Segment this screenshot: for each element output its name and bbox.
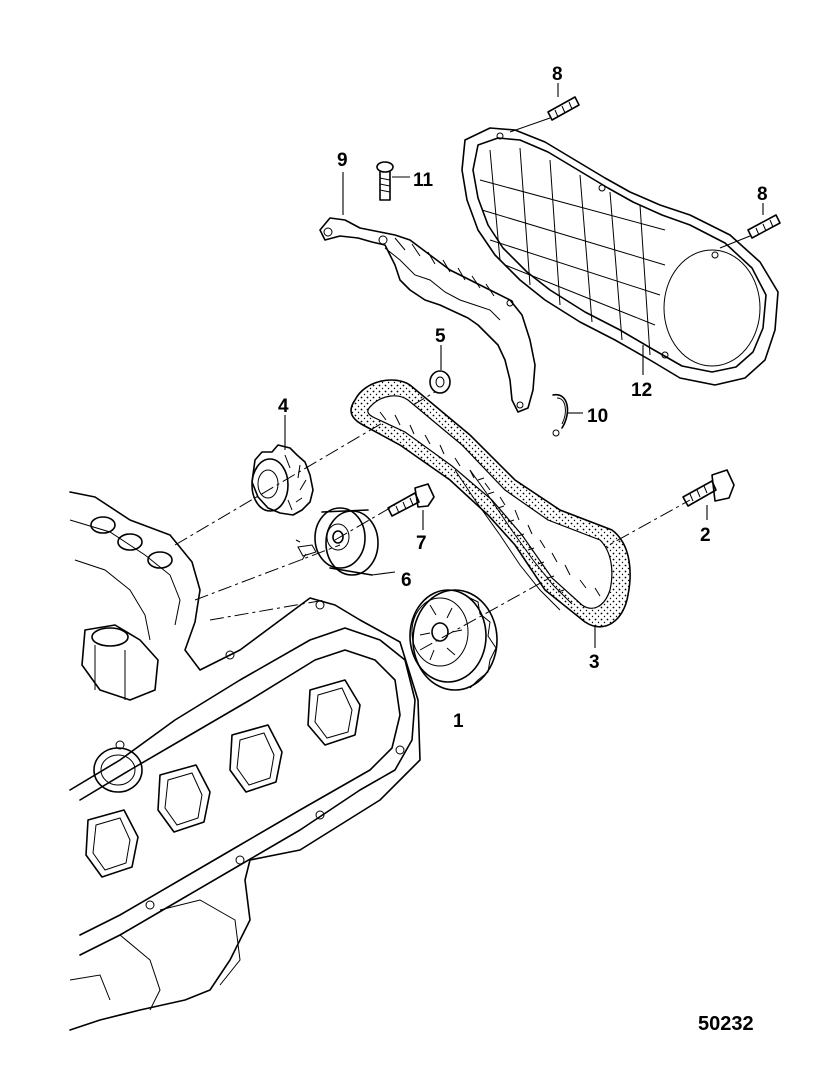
callout-9: 9 (337, 150, 348, 171)
part-8-stud-upper (509, 83, 580, 133)
callout-1: 1 (453, 711, 464, 732)
part-3-timing-belt (350, 379, 631, 648)
part-12-front-cover (461, 127, 779, 386)
callout-5: 5 (435, 326, 446, 347)
part-6-tensioner-pulley (295, 507, 396, 576)
part-10-clip (552, 394, 583, 437)
part-8-stud-right (719, 203, 781, 249)
callout-3: 3 (589, 652, 600, 673)
callout-8-right: 8 (757, 184, 768, 205)
part-1-camshaft-sprocket (409, 589, 498, 691)
callout-10: 10 (587, 406, 608, 427)
part-11-screw (376, 161, 410, 201)
callout-11: 11 (413, 170, 434, 191)
callout-4: 4 (278, 396, 289, 417)
callout-8-upper: 8 (552, 64, 563, 85)
part-9-back-cover (319, 172, 536, 413)
callout-2: 2 (700, 525, 711, 546)
part-7-bolt (387, 483, 435, 530)
callout-6: 6 (401, 570, 412, 591)
spark-plug-wells (85, 679, 361, 878)
callout-labels: 1 2 3 4 5 6 7 8 8 9 10 11 12 (278, 64, 768, 732)
engine-block (69, 491, 421, 1031)
part-5-washer (429, 345, 451, 394)
figure-reference-number: 50232 (698, 1013, 754, 1035)
part-4-sprocket (251, 415, 314, 516)
callout-7: 7 (416, 533, 427, 554)
callout-12: 12 (631, 380, 652, 401)
part-2-bolt (682, 469, 735, 520)
